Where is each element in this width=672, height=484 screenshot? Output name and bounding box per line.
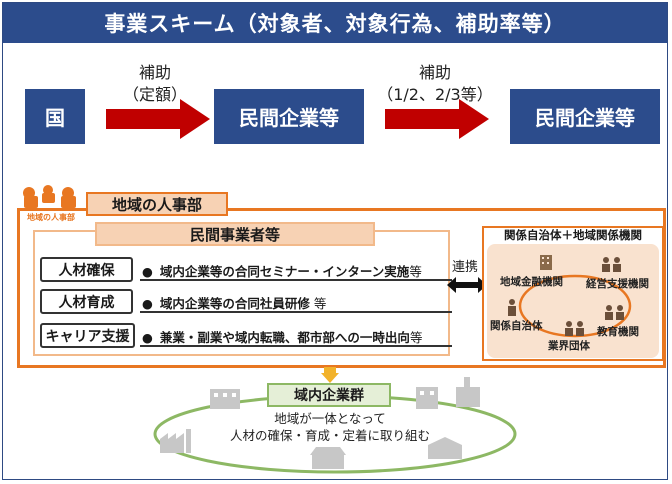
row-text-develop: ● 域内企業等の合同社員研修 等 — [142, 293, 326, 312]
regional-companies-text: 地域が一体となって 人材の確保・育成・定着に取り組む — [220, 410, 440, 444]
row-text-recruit-tail: 等 — [409, 264, 422, 279]
industry-people-icon — [565, 321, 584, 336]
row-text-develop-main: 域内企業等の合同社員研修 — [159, 296, 310, 311]
double-arrow-icon — [447, 277, 487, 293]
tower-icon — [456, 377, 480, 407]
logo-text: 地域の人事部 — [27, 212, 75, 222]
regional-companies-line2: 人材の確保・育成・定着に取り組む — [229, 428, 430, 443]
related-orgs-header: 関係自治体＋地域関係機関 — [504, 228, 642, 242]
row-text-recruit: ● 域内企業等の合同セミナー・インターン実施等 — [142, 261, 422, 280]
down-arrow-icon — [321, 367, 339, 383]
orgs-ring — [518, 274, 632, 338]
arrow2-label: 補助 （1/2、2/3等） — [370, 62, 500, 106]
regional-companies-line1: 地域が一体となって — [274, 411, 386, 426]
edu-people-icon — [605, 305, 624, 320]
org-finance: 地域金融機関 — [500, 276, 563, 288]
arrow2-right-icon — [385, 99, 489, 139]
arrow1-label-line2: （定額） — [122, 85, 187, 104]
hr-dept-header: 地域の人事部 — [86, 192, 228, 216]
row-underline-career — [140, 345, 452, 347]
outer-border — [2, 2, 668, 480]
org-local-gov: 関係自治体 — [490, 320, 543, 332]
mgmt-people-icon — [602, 257, 621, 272]
regional-companies-header: 域内企業群 — [267, 383, 391, 407]
row-label-develop: 人材育成 — [40, 289, 133, 314]
row-label-career: キャリア支援 — [40, 323, 135, 348]
bullet-icon: ● — [142, 264, 153, 279]
local-gov-people-icon — [508, 299, 516, 316]
bank-building-icon — [540, 255, 552, 270]
row-underline-develop — [140, 311, 452, 313]
arrow1-label-line1: 補助 — [138, 63, 171, 82]
row-label-recruit: 人材確保 — [40, 257, 133, 282]
bullet-icon: ● — [142, 330, 153, 345]
building-icon-right — [416, 387, 438, 409]
arrow1-right-icon — [106, 99, 210, 139]
private-business-header: 民間事業者等 — [95, 222, 375, 246]
building-icon-left — [210, 389, 240, 409]
row-text-career: ● 兼業・副業や域内転職、都市部への一時出向等 — [142, 327, 422, 346]
arrow2-label-line2: （1/2、2/3等） — [377, 85, 493, 104]
row-underline-recruit — [140, 279, 452, 281]
hr-dept-frame — [17, 208, 666, 368]
regional-hr-logo: 地域の人事部 — [23, 185, 76, 222]
row-text-recruit-main: 域内企業等の合同セミナー・インターン実施 — [159, 264, 410, 279]
row-text-career-tail: 等 — [409, 330, 423, 345]
row-text-career-main: 兼業・副業や域内転職、都市部への一時出向 — [159, 330, 410, 345]
bullet-icon: ● — [142, 296, 153, 311]
row-text-develop-tail: 等 — [309, 296, 327, 311]
org-edu: 教育機関 — [597, 326, 639, 338]
box-private-company-1: 民間企業等 — [214, 89, 364, 144]
shop-icon — [310, 447, 346, 469]
box-country: 国 — [25, 89, 85, 144]
arrow1-label: 補助 （定額） — [105, 62, 205, 106]
warehouse-icon — [428, 437, 462, 459]
arrow2-label-line1: 補助 — [418, 63, 451, 82]
box-private-company-2: 民間企業等 — [510, 89, 660, 144]
factory-icon — [160, 429, 191, 453]
page-title: 事業スキーム（対象者、対象行為、補助率等） — [3, 3, 667, 43]
org-mgmt: 経営支援機関 — [586, 278, 649, 290]
org-industry: 業界団体 — [548, 340, 590, 352]
link-label: 連携 — [452, 260, 479, 275]
